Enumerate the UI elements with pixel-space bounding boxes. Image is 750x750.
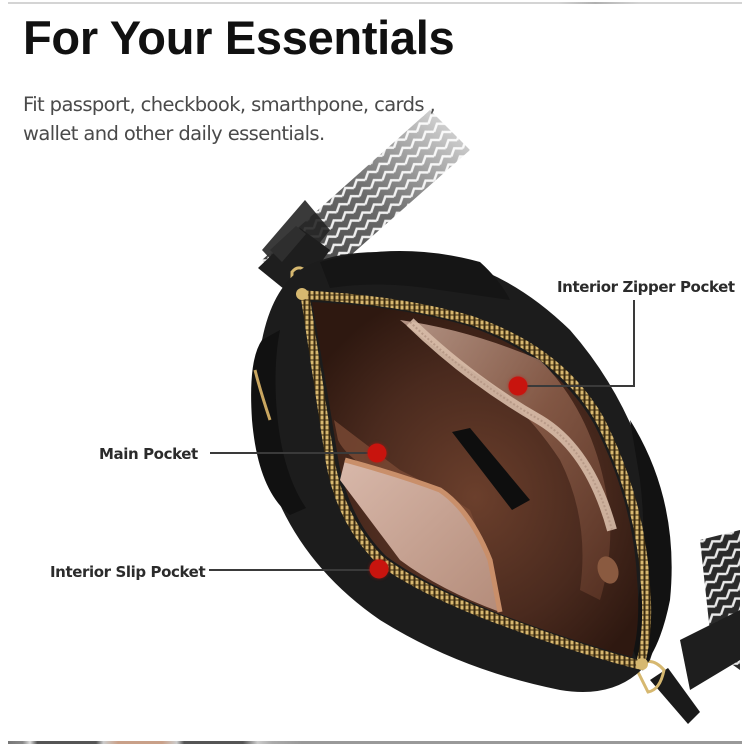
- page-subtitle: Fit passport, checkbook, smarthpone, car…: [23, 93, 436, 145]
- callout-label-interior-zipper-pocket: Interior Zipper Pocket: [557, 278, 735, 296]
- leader-line-interior-slip-pocket: [209, 569, 379, 571]
- page-title: For Your Essentials: [23, 11, 455, 64]
- bottom-border: [8, 741, 742, 744]
- top-border: [8, 2, 742, 4]
- hotspot-interior-zipper-pocket[interactable]: [508, 376, 528, 396]
- callout-label-interior-slip-pocket: Interior Slip Pocket: [50, 563, 206, 581]
- callout-label-main-pocket: Main Pocket: [99, 445, 198, 463]
- hotspot-main-pocket[interactable]: [367, 443, 387, 463]
- hotspot-interior-slip-pocket[interactable]: [369, 559, 389, 579]
- leader-line-interior-zipper-pocket: [633, 300, 635, 387]
- leader-line-main-pocket: [210, 452, 376, 454]
- leader-line-interior-zipper-pocket-h: [520, 385, 635, 387]
